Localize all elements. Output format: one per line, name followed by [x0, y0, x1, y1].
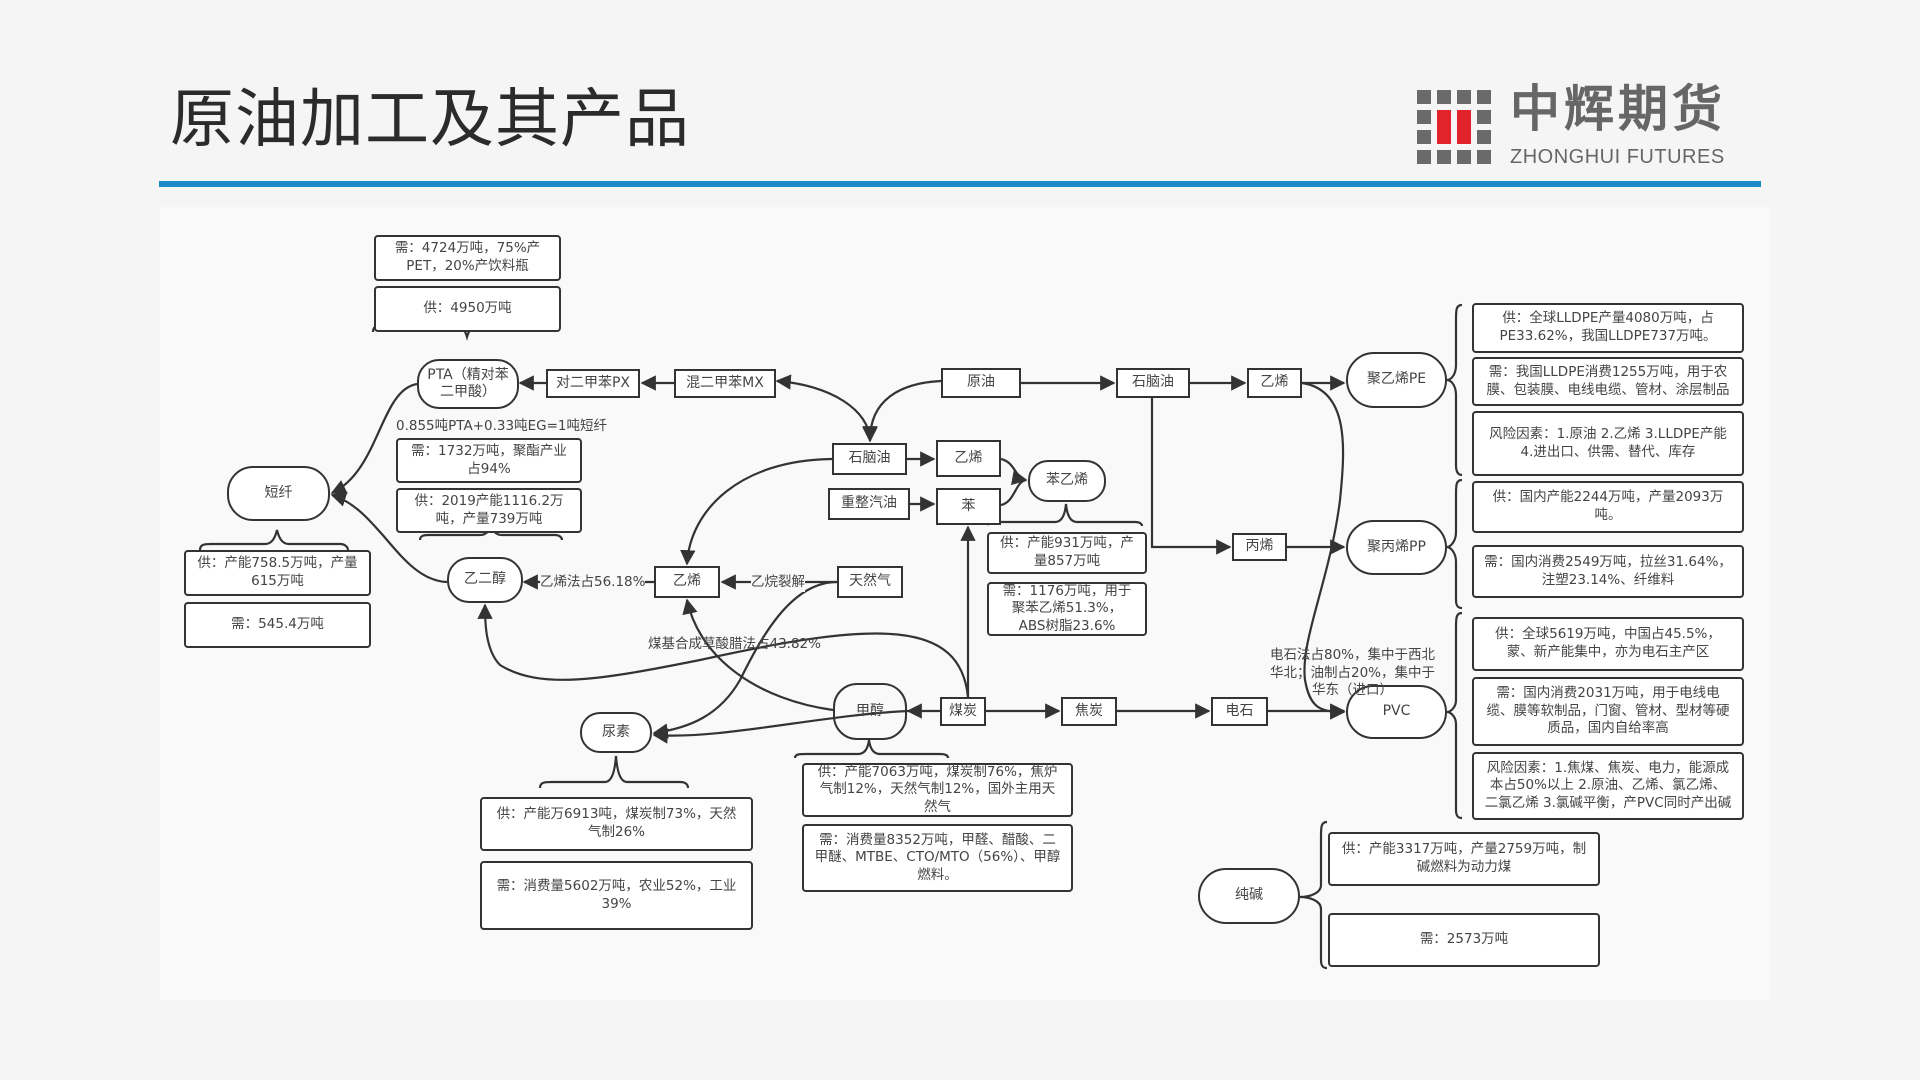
note-pvc-demand: 需：国内消费2031万吨，用于电线电缆、膜等软制品，门窗、管材、型材等硬质品，国… — [1472, 677, 1744, 746]
note-fiber-supply: 供：产能758.5万吨，产量615万吨 — [184, 550, 371, 596]
logo-name-cn: 中辉期货 — [1510, 80, 1726, 138]
note-pta-demand: 需：4724万吨，75%产PET，20%产饮料瓶 — [374, 235, 561, 281]
node-reformate[interactable]: 重整汽油 — [828, 488, 910, 520]
node-styrene[interactable]: 苯乙烯 — [1028, 460, 1106, 502]
node-calcium-carbide[interactable]: 电石 — [1211, 697, 1268, 726]
node-px[interactable]: 对二甲苯PX — [546, 369, 640, 398]
label-coal-oxalate: 煤基合成草酸腊法占43.82% — [648, 636, 821, 652]
note-styrene-demand: 需：1176万吨，用于聚苯乙烯51.3%，ABS树脂23.6% — [987, 582, 1147, 636]
node-staple-fiber[interactable]: 短纤 — [227, 466, 330, 521]
note-urea-demand: 需：消费量5602万吨，农业52%，工业39% — [480, 861, 753, 930]
node-ethylene-small[interactable]: 乙烯 — [936, 440, 1001, 477]
note-styrene-supply: 供：产能931万吨，产量857万吨 — [987, 532, 1147, 574]
note-fiber-demand: 需：545.4万吨 — [184, 602, 371, 648]
logo-name-en: ZHONGHUI FUTURES — [1510, 146, 1725, 168]
node-coal[interactable]: 煤炭 — [940, 697, 986, 726]
logo-mark-icon — [1417, 90, 1493, 166]
note-pe-supply: 供：全球LLDPE产量4080万吨，占PE33.62%，我国LLDPE737万吨… — [1472, 303, 1744, 353]
node-soda-ash[interactable]: 纯碱 — [1198, 868, 1300, 924]
label-ethylene-method: 乙烯法占56.18% — [540, 574, 646, 592]
note-soda-supply: 供：产能3317万吨，产量2759万吨，制碱燃料为动力煤 — [1328, 832, 1600, 886]
node-propylene[interactable]: 丙烯 — [1232, 533, 1287, 561]
label-ethane-cracking: 乙烷裂解 — [751, 574, 805, 592]
note-pe-risk: 风险因素：1.原油 2.乙烯 3.LLDPE产能 4.进出口、供需、替代、库存 — [1472, 411, 1744, 476]
node-meg[interactable]: 乙二醇 — [447, 557, 523, 603]
note-soda-demand: 需：2573万吨 — [1328, 913, 1600, 967]
node-pe[interactable]: 聚乙烯PE — [1346, 352, 1447, 408]
note-pvc-supply: 供：全球5619万吨，中国占45.5%，蒙、新产能集中，亦为电石主产区 — [1472, 617, 1744, 671]
node-ethylene-mid[interactable]: 乙烯 — [654, 566, 720, 598]
node-pvc[interactable]: PVC — [1346, 685, 1447, 739]
note-urea-supply: 供：产能万6913吨，煤炭制73%，天然气制26% — [480, 797, 753, 851]
note-pta-supply: 供：4950万吨 — [374, 286, 561, 332]
note-pe-demand: 需：我国LLDPE消费1255万吨，用于农膜、包装膜、电线电缆、管材、涂层制品 — [1472, 357, 1744, 406]
title-divider — [159, 181, 1761, 187]
company-logo: 中辉期货 ZHONGHUI FUTURES — [1417, 84, 1762, 170]
node-ethylene-top[interactable]: 乙烯 — [1247, 368, 1302, 398]
node-coke[interactable]: 焦炭 — [1061, 697, 1117, 726]
label-fiber-formula: 0.855吨PTA+0.33吨EG=1吨短纤 — [396, 418, 607, 434]
node-naphtha-top[interactable]: 石脑油 — [1116, 368, 1190, 398]
node-mx[interactable]: 混二甲苯MX — [674, 369, 776, 398]
node-pta[interactable]: PTA（精对苯二甲酸） — [417, 359, 519, 409]
page-title: 原油加工及其产品 — [170, 83, 690, 157]
node-benzene[interactable]: 苯 — [936, 488, 1001, 525]
node-naphtha-mid[interactable]: 石脑油 — [832, 443, 907, 475]
note-methanol-demand: 需：消费量8352万吨，甲醛、醋酸、二甲醚、MTBE、CTO/MTO（56%）、… — [802, 824, 1073, 892]
note-pp-supply: 供：国内产能2244万吨，产量2093万吨。 — [1472, 481, 1744, 533]
node-crude-oil[interactable]: 原油 — [941, 368, 1021, 398]
node-methanol[interactable]: 甲醇 — [833, 683, 907, 740]
node-pp[interactable]: 聚丙烯PP — [1346, 520, 1447, 575]
node-urea[interactable]: 尿素 — [580, 712, 652, 753]
note-meg-supply: 供：2019产能1116.2万吨，产量739万吨 — [396, 488, 582, 533]
note-methanol-supply: 供：产能7063万吨，煤炭制76%，焦炉气制12%，天然气制12%，国外主用天然… — [802, 763, 1073, 817]
note-pvc-risk: 风险因素：1.焦煤、焦炭、电力，能源成本占50%以上 2.原油、乙烯、氯乙烯、二… — [1472, 752, 1744, 820]
node-natural-gas[interactable]: 天然气 — [837, 566, 903, 598]
note-meg-demand: 需：1732万吨，聚酯产业占94% — [396, 438, 582, 483]
note-pp-demand: 需：国内消费2549万吨，拉丝31.64%，注塑23.14%、纤维料 — [1472, 545, 1744, 598]
label-pvc-process: 电石法占80%，集中于西北华北；油制占20%，集中于华东（进口） — [1270, 647, 1436, 699]
